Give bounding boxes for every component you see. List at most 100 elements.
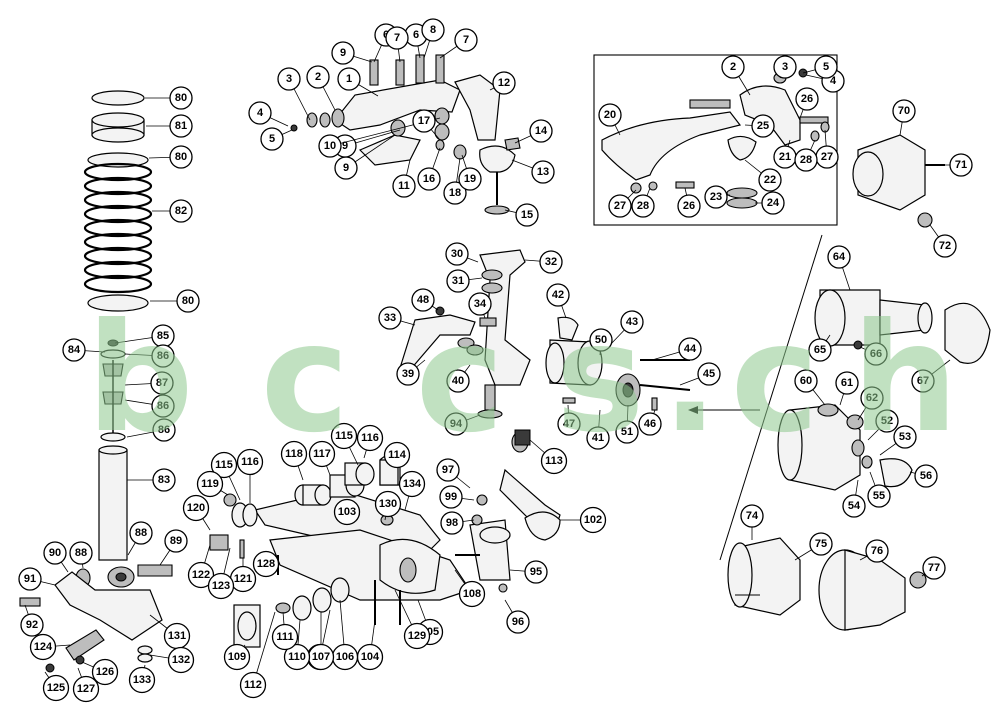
callout-50: 50 — [589, 328, 613, 356]
callout-number: 116 — [241, 456, 259, 468]
callout-32: 32 — [524, 250, 563, 274]
callout-bubble — [210, 451, 238, 479]
callout-8: 8 — [421, 18, 445, 59]
callout-bubble — [678, 337, 702, 361]
callout-number: 13 — [537, 166, 549, 178]
callout-bubble — [827, 245, 851, 269]
callout-119: 119 — [196, 470, 229, 498]
callout-86: 86 — [124, 394, 175, 418]
callout-17: 17 — [412, 109, 441, 141]
callout-44: 44 — [651, 337, 702, 361]
callout-number: 53 — [899, 431, 911, 443]
callout-bubble — [187, 561, 215, 589]
callout-131: 131 — [149, 614, 191, 650]
callout-bubble — [589, 328, 613, 352]
callout-126: 126 — [81, 658, 119, 686]
callout-bubble — [29, 633, 57, 661]
callout-number: 95 — [530, 566, 542, 578]
callout-42: 42 — [546, 283, 570, 319]
callout-89: 89 — [159, 529, 188, 566]
callout-98: 98 — [440, 511, 475, 535]
callout-bubble — [795, 87, 819, 111]
callout-54: 54 — [842, 479, 866, 518]
callout-number: 96 — [512, 616, 524, 628]
callout-77: 77 — [921, 556, 946, 580]
shock-absorber — [19, 339, 173, 673]
callout-116: 116 — [236, 448, 264, 503]
callout-number: 48 — [417, 294, 429, 306]
callout-21: 21 — [773, 139, 797, 169]
callout-bubble — [151, 394, 175, 418]
callout-number: 134 — [403, 478, 422, 490]
callout-number: 107 — [312, 651, 330, 663]
callout-27: 27 — [608, 189, 637, 218]
callout-bubble — [454, 28, 478, 52]
callout-bubble — [239, 671, 267, 699]
callout-124: 124 — [29, 633, 71, 661]
callout-bubble — [72, 675, 100, 703]
callout-number: 88 — [135, 527, 147, 539]
callout-9: 9 — [331, 41, 373, 65]
callout-number: 114 — [388, 449, 407, 461]
callout-number: 11 — [398, 180, 410, 192]
callout-number: 24 — [767, 197, 780, 209]
callout-106: 106 — [331, 599, 359, 671]
callout-bubble — [91, 658, 119, 686]
callout-2: 2 — [721, 55, 751, 96]
callout-number: 25 — [757, 120, 769, 132]
callout-number: 85 — [157, 330, 169, 342]
callout-number: 130 — [379, 498, 397, 510]
callout-bubble — [922, 556, 946, 580]
callout-70: 70 — [892, 99, 916, 136]
callout-71: 71 — [935, 153, 973, 177]
callout-bubble — [333, 498, 361, 526]
callout-bubble — [164, 529, 188, 553]
callout-123: 123 — [207, 547, 235, 600]
callout-number: 54 — [848, 500, 861, 512]
callout-number: 1 — [346, 73, 352, 85]
callout-number: 102 — [584, 514, 602, 526]
callout-number: 122 — [192, 569, 210, 581]
coil-spring-assembly — [83, 90, 153, 312]
callout-bubble — [421, 18, 445, 42]
callout-97: 97 — [436, 458, 471, 489]
callout-bubble — [439, 485, 463, 509]
callout-number: 21 — [779, 151, 791, 163]
callout-102: 102 — [560, 506, 607, 534]
callout-107: 107 — [307, 612, 335, 671]
callout-bubble — [308, 440, 336, 468]
callout-number: 126 — [96, 666, 114, 678]
callout-bubble — [207, 572, 235, 600]
callout-number: 16 — [423, 173, 435, 185]
callout-bubble — [615, 420, 639, 444]
callout-bubble — [860, 386, 884, 410]
callout-10: 10 — [318, 117, 441, 158]
callout-bubble — [539, 250, 563, 274]
callout-114: 114 — [383, 441, 411, 469]
callout-bubble — [835, 371, 859, 395]
callout-bubble — [608, 194, 632, 218]
callout-bubble — [529, 119, 553, 143]
callout-number: 12 — [498, 77, 510, 89]
callout-3: 3 — [277, 67, 311, 121]
callout-bubble — [150, 371, 174, 395]
callout-number: 128 — [257, 558, 275, 570]
callout-number: 98 — [446, 517, 458, 529]
callout-number: 17 — [418, 115, 430, 127]
callout-24: 24 — [755, 191, 785, 215]
callout-layer: 1234566778999101112131415161718192345202… — [18, 18, 973, 703]
callout-number: 118 — [285, 448, 303, 460]
callout-bubble — [721, 55, 745, 79]
callout-127: 127 — [72, 667, 100, 703]
callout-115: 115 — [330, 422, 359, 466]
callout-83: 83 — [127, 468, 176, 492]
callout-bubble — [396, 362, 420, 386]
callout-number: 7 — [394, 32, 400, 44]
callout-95: 95 — [509, 560, 548, 584]
callout-92: 92 — [20, 604, 44, 637]
callout-number: 86 — [158, 424, 170, 436]
callout-bubble — [385, 26, 409, 50]
callout-120: 120 — [182, 494, 211, 531]
callout-number: 103 — [338, 506, 356, 518]
